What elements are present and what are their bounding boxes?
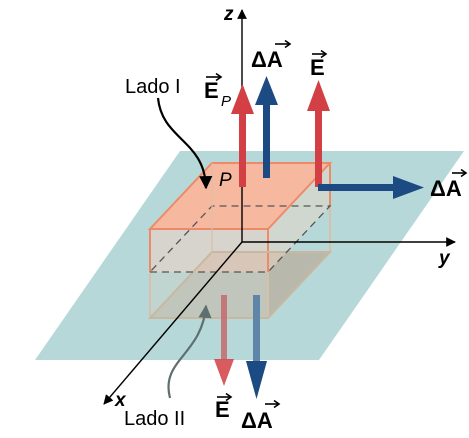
box-front-lower — [150, 272, 268, 318]
side-one-pointer — [156, 97, 213, 190]
svg-text:ΔA: ΔA — [430, 176, 462, 201]
x-axis — [103, 241, 243, 405]
svg-text:ΔA: ΔA — [241, 408, 273, 433]
box-front-face — [150, 229, 268, 272]
e-p-label: E P — [204, 72, 231, 110]
side-two-label: Lado II — [124, 408, 185, 430]
bottom-e-vector — [214, 295, 234, 386]
x-axis-label: x — [114, 390, 127, 411]
top-face — [150, 163, 330, 229]
delta-a-side-label: ΔA — [430, 168, 468, 201]
svg-text:E: E — [215, 397, 230, 422]
svg-text:ΔA: ΔA — [251, 47, 283, 72]
box-right-face — [268, 163, 330, 272]
point-p-label: P — [219, 170, 232, 191]
side-one-label: Lado I — [125, 76, 181, 98]
box-lower-edges — [147, 206, 333, 319]
e-top-label: E — [310, 49, 328, 80]
delta-a-bottom-label: ΔA — [241, 399, 281, 433]
plane-intersection-dashed — [148, 205, 332, 273]
delta-a-side-vector — [318, 176, 424, 199]
svg-text:E: E — [310, 55, 325, 80]
svg-text:P: P — [221, 93, 231, 110]
svg-text:E: E — [204, 78, 219, 103]
e-top-vector — [307, 80, 330, 187]
side-two-pointer — [167, 304, 212, 399]
y-axis-label: y — [438, 248, 451, 269]
delta-a-top-label: ΔA — [251, 39, 292, 72]
bottom-delta-a-vector — [246, 295, 267, 399]
z-axis-label: z — [223, 4, 234, 25]
delta-a-top-vector — [255, 76, 278, 178]
e-p-vector — [231, 84, 254, 187]
e-bottom-label: E — [215, 392, 233, 422]
